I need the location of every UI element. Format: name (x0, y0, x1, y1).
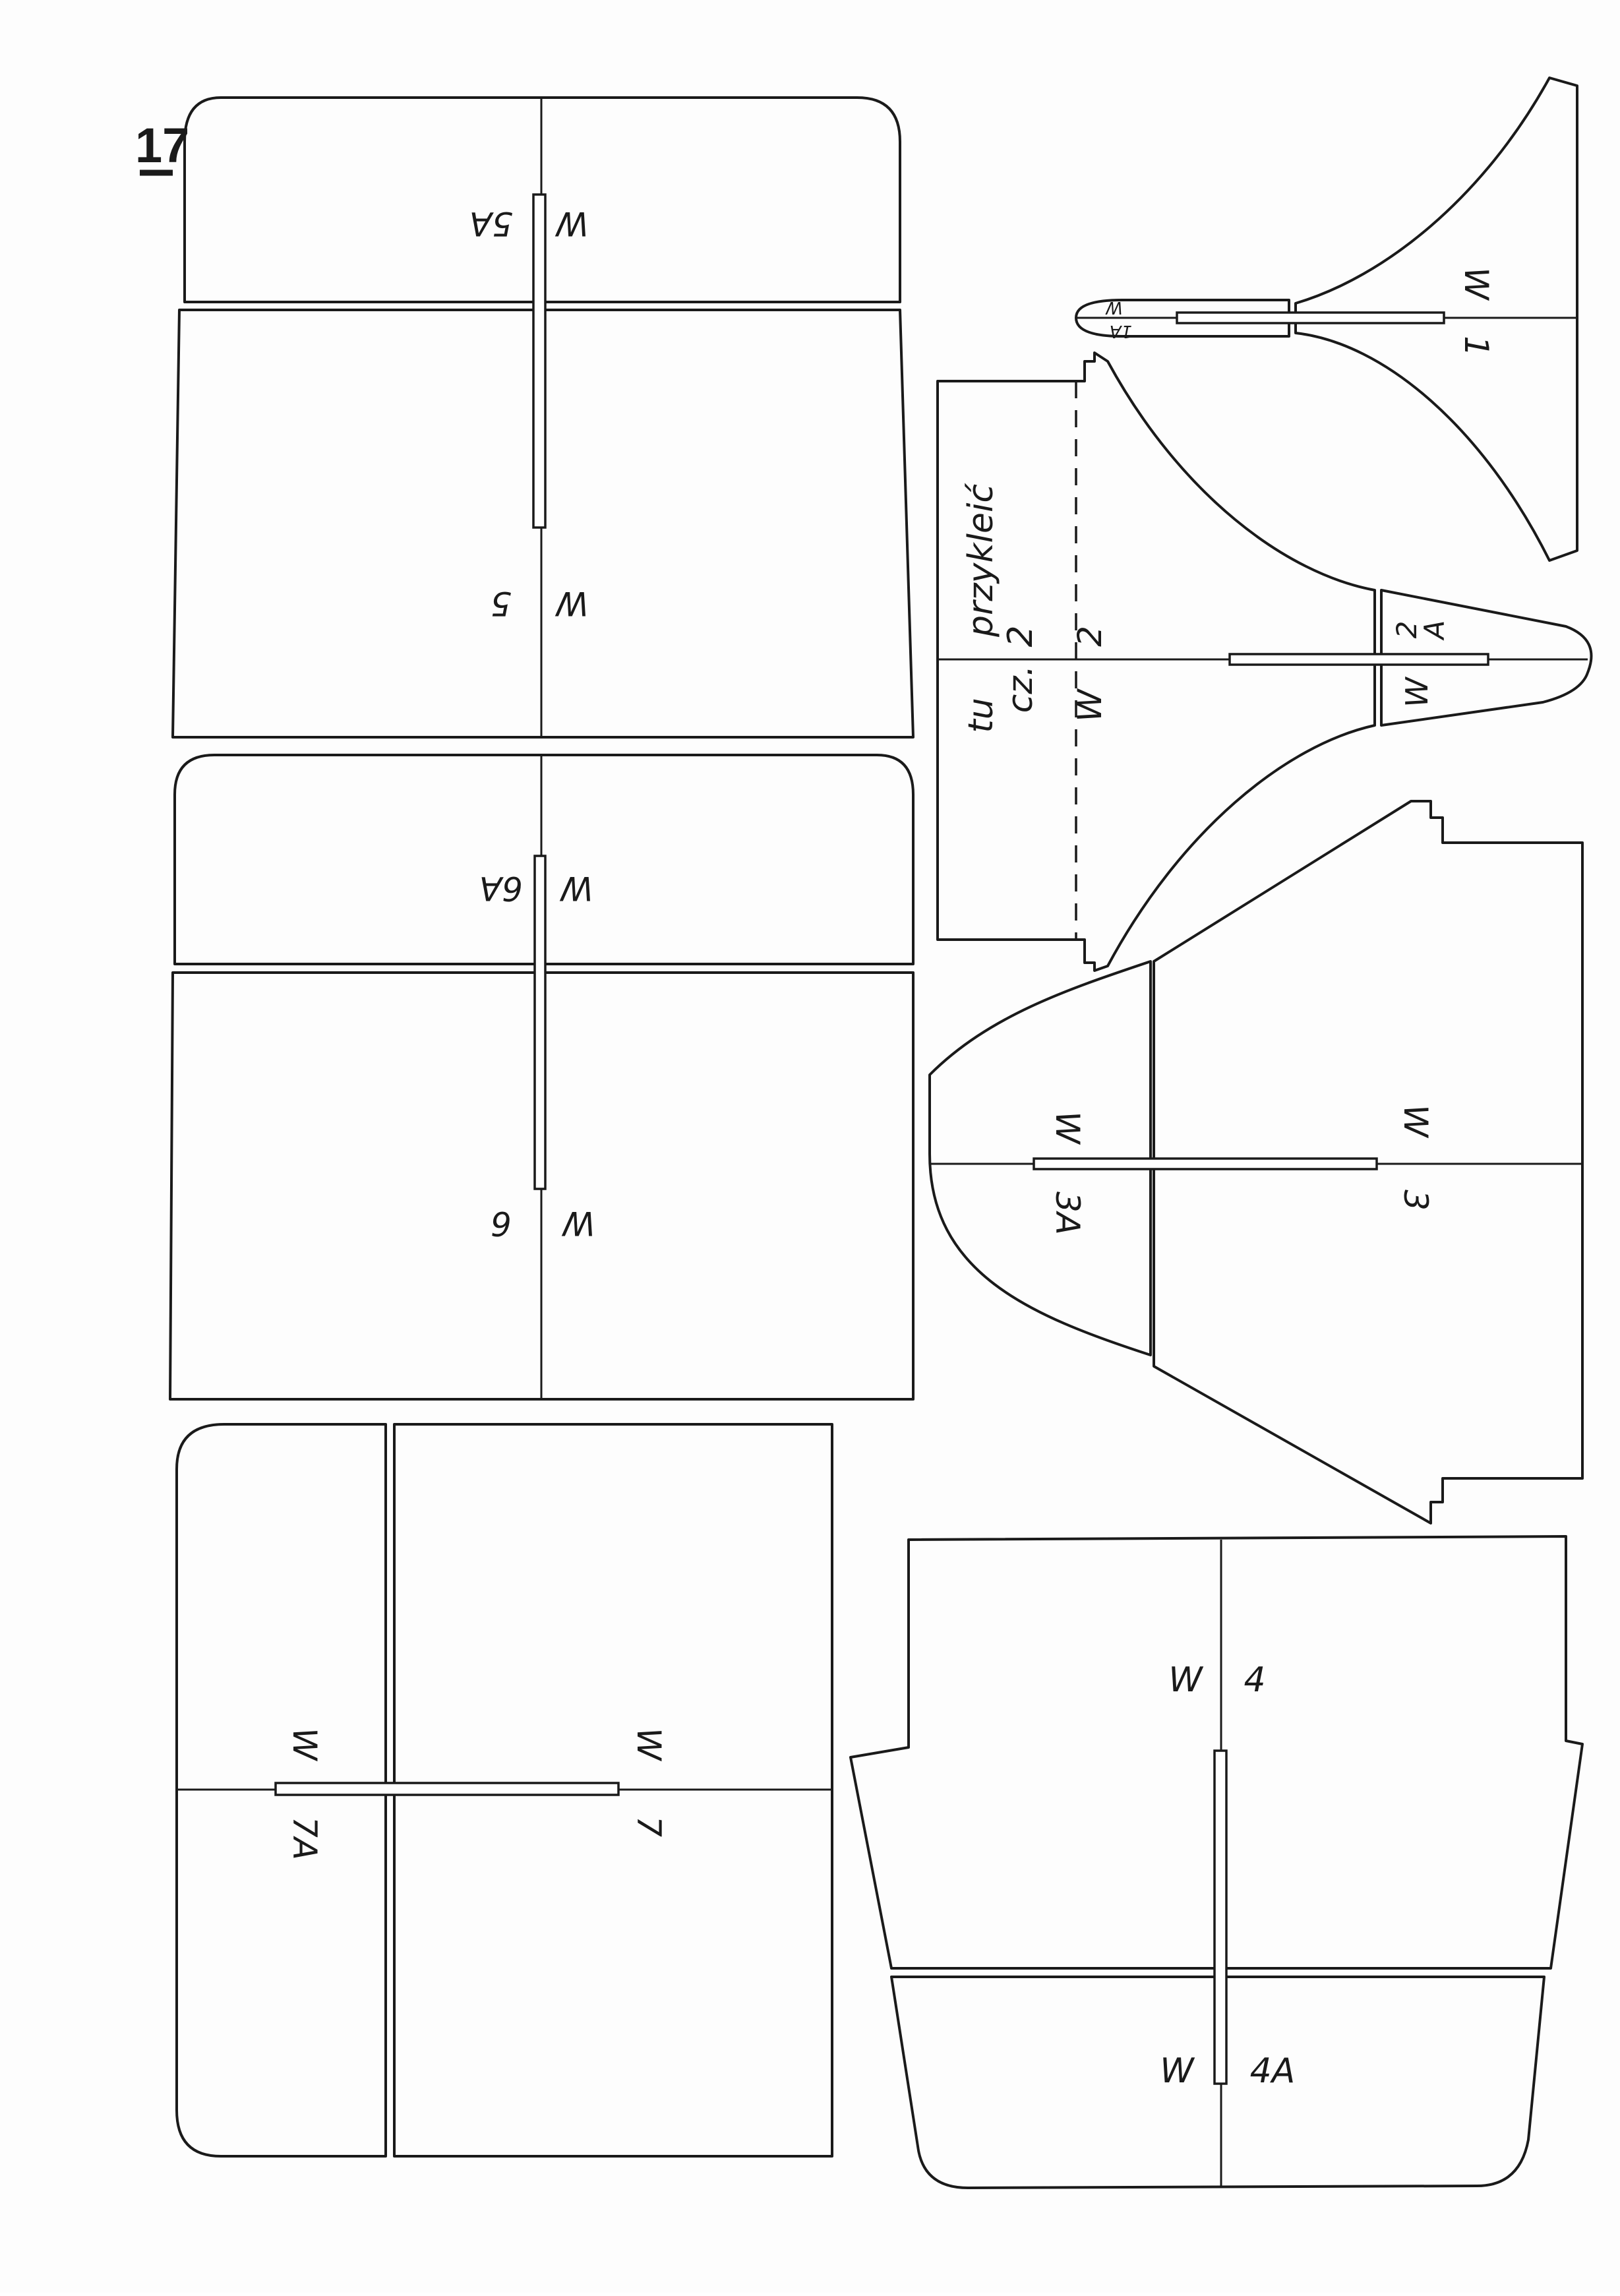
w1-number: 1 (1457, 336, 1495, 357)
part-w3: W 3A W 3 (928, 800, 1584, 1525)
part-w2-outline (936, 351, 1376, 972)
part-w7: W 7A W 7 (175, 1423, 833, 2158)
w2a-number: 2 (1391, 621, 1423, 639)
part-w1: W 1 W 1A (1075, 76, 1578, 562)
part-w4-outline (849, 1535, 1584, 1970)
w7-letter: W (630, 1728, 668, 1761)
part-w3-slot (1033, 1157, 1378, 1170)
part-w5-slot (532, 193, 547, 529)
part-w4-slot (1213, 1749, 1228, 2085)
part-w6: W 6A W 6 (169, 754, 915, 1401)
glue-note-line2: przykleić (961, 483, 1001, 638)
part-w5-outline (171, 309, 915, 739)
part-w1-outline (1294, 76, 1578, 562)
w7a-number: 7A (285, 1817, 324, 1860)
w4a-letter: W (1160, 2051, 1195, 2091)
part-w6-outline (169, 971, 915, 1401)
w6a-number: 6A (479, 869, 523, 907)
w7-number: 7 (630, 1816, 668, 1837)
part-w3a-outline (928, 960, 1152, 1356)
w3a-number: 3A (1048, 1192, 1087, 1235)
page-number: 17 (135, 118, 189, 173)
w4a-number: 4A (1250, 2051, 1296, 2091)
part-w2: W 2 W 2 A tu przykleić cz. 2 (936, 351, 1593, 972)
w4-letter: W (1168, 1660, 1204, 1700)
part-w2a-outline (1380, 589, 1593, 727)
w6-number: 6 (491, 1204, 512, 1242)
w3a-letter: W (1048, 1111, 1087, 1145)
w5a-letter: W (555, 204, 589, 243)
part-w5: W 5A W 5 (171, 96, 915, 739)
w1a-letter: W (1105, 297, 1123, 317)
w5-letter: W (555, 584, 589, 622)
w1a-number: 1A (1110, 321, 1132, 341)
w2a-letter: W (1399, 677, 1435, 708)
w3-number: 3 (1396, 1190, 1435, 1211)
w6a-letter: W (560, 869, 593, 907)
w1-letter: W (1457, 267, 1495, 301)
glue-note-line1: tu (961, 698, 1001, 733)
w2-number: 2 (1071, 626, 1109, 647)
w2-letter: W (1071, 688, 1109, 722)
w7a-letter: W (285, 1728, 324, 1761)
part-w2-slot (1228, 653, 1489, 666)
w5a-number: 5A (469, 204, 513, 243)
part-w5a-outline (183, 96, 901, 303)
glue-note-line3: cz. (1001, 665, 1040, 713)
part-w3-outline (1153, 800, 1584, 1525)
part-w4a-outline (890, 1976, 1545, 2189)
part-w6-slot (533, 855, 547, 1190)
part-w1-slot (1176, 311, 1445, 324)
glue-note-line4: 2 (1001, 625, 1040, 647)
part-w7-slot (274, 1782, 620, 1796)
w4-number: 4 (1244, 1660, 1265, 1700)
w6-letter: W (562, 1204, 595, 1242)
w3-letter: W (1396, 1104, 1435, 1138)
w5-number: 5 (491, 584, 512, 622)
part-w7-outline (393, 1423, 833, 2158)
part-w7a-outline (175, 1423, 387, 2158)
w2a-suffix: A (1418, 620, 1451, 642)
part-w6a-outline (173, 754, 915, 965)
part-w4: W 4 W 4A (849, 1535, 1584, 2189)
